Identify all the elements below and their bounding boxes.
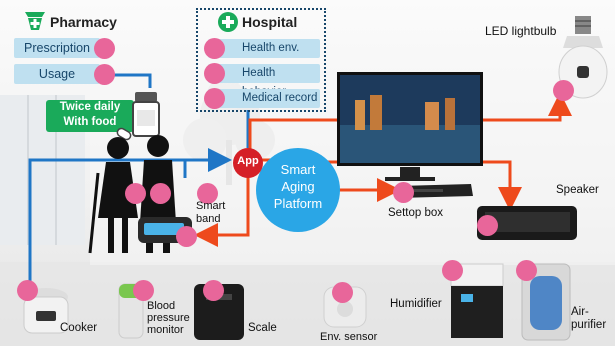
platform-line-1: Smart bbox=[280, 162, 316, 177]
smart-band-display-node[interactable] bbox=[176, 226, 197, 247]
air-purifier-label: Air- purifier bbox=[571, 306, 607, 331]
led-bulb-icon bbox=[558, 16, 608, 99]
scale-label: Scale bbox=[248, 322, 277, 334]
blood-pressure-node[interactable] bbox=[133, 280, 154, 301]
flow-line-smartband bbox=[194, 173, 250, 247]
speaker-icon bbox=[477, 206, 577, 240]
platform-line-3: Platform bbox=[273, 196, 323, 211]
led-label: LED lightbulb bbox=[485, 24, 557, 38]
dosage-note: Twice daily With food bbox=[46, 100, 134, 132]
env-sensor-node[interactable] bbox=[332, 282, 353, 303]
usage-label: Usage bbox=[38, 67, 76, 81]
led-node[interactable] bbox=[553, 80, 574, 101]
humidifier-node[interactable] bbox=[442, 260, 463, 281]
speaker-node[interactable] bbox=[477, 215, 498, 236]
health-env-node[interactable] bbox=[204, 38, 225, 59]
dosage-line-2: With food bbox=[63, 116, 117, 128]
health-env-label: Health env. bbox=[242, 42, 300, 54]
tv-icon bbox=[337, 72, 483, 181]
settop-box-icon bbox=[397, 184, 473, 198]
air-purifier-icon bbox=[521, 263, 571, 341]
app-label: App bbox=[237, 155, 259, 167]
health-env-pill[interactable]: Health env. bbox=[208, 39, 320, 58]
prescription-pill[interactable]: Prescription bbox=[14, 38, 100, 58]
smart-aging-platform[interactable]: Smart Aging Platform bbox=[256, 148, 340, 232]
speaker-label: Speaker bbox=[556, 184, 599, 196]
scale-node[interactable] bbox=[203, 280, 224, 301]
couple-node-2[interactable] bbox=[150, 183, 171, 204]
settop-node[interactable] bbox=[393, 182, 414, 203]
smart-band-node[interactable] bbox=[197, 183, 218, 204]
health-behavior-node[interactable] bbox=[204, 63, 225, 84]
humidifier-label: Humidifier bbox=[390, 298, 442, 310]
couple-node-1[interactable] bbox=[125, 183, 146, 204]
medical-record-pill[interactable]: Medical record bbox=[208, 89, 320, 108]
usage-node[interactable] bbox=[94, 64, 115, 85]
app-node[interactable]: App bbox=[233, 148, 263, 178]
prescription-node[interactable] bbox=[94, 38, 115, 59]
cooker-node[interactable] bbox=[17, 280, 38, 301]
cooker-icon bbox=[23, 288, 69, 334]
prescription-label: Prescription bbox=[24, 41, 90, 55]
medicine-bottle-icon bbox=[116, 92, 160, 141]
hospital-box: Hospital Health env. Health behavior Med… bbox=[196, 8, 326, 112]
settop-label: Settop box bbox=[388, 207, 443, 219]
cooker-label: Cooker bbox=[60, 322, 98, 334]
medical-record-label: Medical record bbox=[242, 92, 318, 104]
humidifier-icon bbox=[450, 263, 504, 338]
env-sensor-label: Env. sensor bbox=[320, 331, 378, 343]
blood-pressure-label: Blood pressure monitor bbox=[147, 300, 190, 336]
pharmacy-icon bbox=[22, 8, 48, 34]
smart-band-label: Smart band bbox=[196, 200, 226, 225]
platform-line-2: Aging bbox=[281, 179, 315, 194]
medical-record-node[interactable] bbox=[204, 88, 225, 109]
dosage-line-1: Twice daily bbox=[59, 101, 121, 113]
hospital-title: Hospital bbox=[242, 14, 298, 30]
air-purifier-node[interactable] bbox=[516, 260, 537, 281]
hospital-cross-icon bbox=[218, 12, 238, 32]
flow-line-usage bbox=[112, 73, 152, 88]
pharmacy-title: Pharmacy bbox=[50, 14, 117, 30]
usage-pill[interactable]: Usage bbox=[14, 64, 100, 84]
